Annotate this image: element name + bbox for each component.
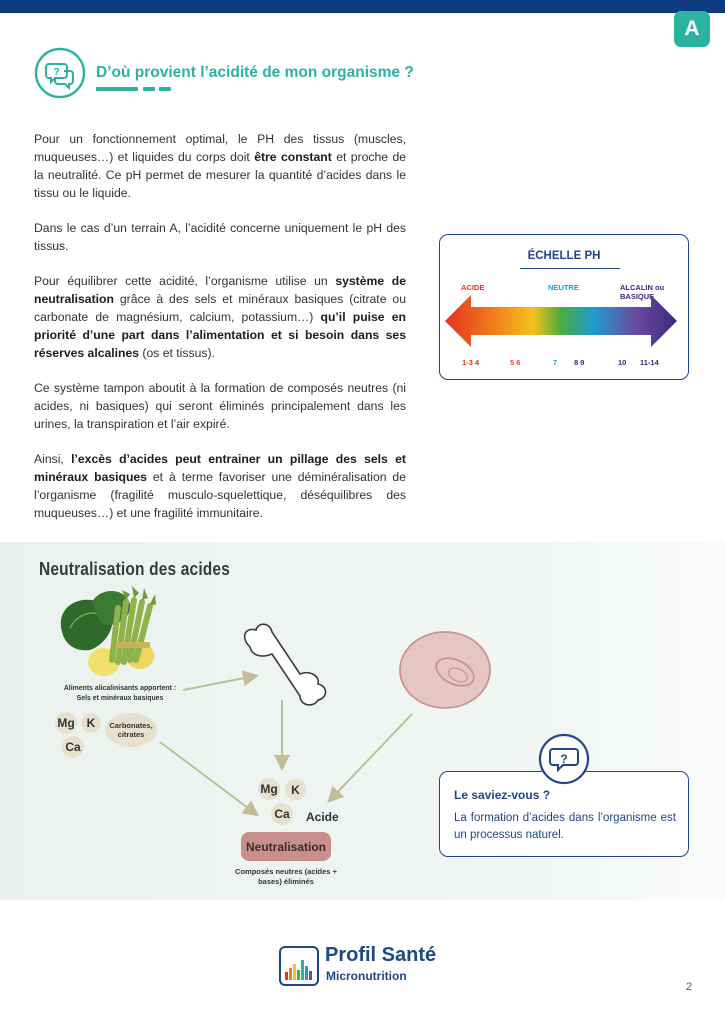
ph-label-alkaline: ALCALIN ou BASIQUE <box>620 283 665 301</box>
arrow-food-to-minerals <box>159 741 260 817</box>
neutral-compounds-text: Composés neutres (acides + bases) élimin… <box>235 867 337 886</box>
text-run: Ainsi, <box>34 452 72 466</box>
question-bubble-icon: ? <box>538 733 590 785</box>
svg-text:?: ? <box>53 67 59 78</box>
neutralisation-diagram <box>60 586 491 817</box>
ph-num-2: 7 <box>553 358 558 367</box>
ph-num-0: 1-3 4 <box>462 358 480 367</box>
body-paragraph-0: Pour un fonctionnement optimal, le PH de… <box>34 130 406 202</box>
mineral-k: K <box>81 713 101 733</box>
logo-bars-icon <box>279 946 319 986</box>
section-title: D’où provient l’acidité de mon organisme… <box>96 64 414 81</box>
acide-label: Acide <box>306 810 339 824</box>
text-run: Pour équilibrer cette acidité, l’organis… <box>34 274 336 288</box>
carbonates-label: Carbonates, citrates <box>105 713 157 747</box>
arrow-food-to-bone <box>182 670 259 691</box>
did-you-know-title: Le saviez-vous ? <box>454 788 551 802</box>
top-bar <box>0 0 725 13</box>
logo-subtitle: Micronutrition <box>326 969 407 983</box>
text-run: (os et tissus). <box>139 346 215 360</box>
did-you-know-box: Le saviez-vous ? La formation d’acides d… <box>439 771 689 857</box>
body-paragraph-1: Dans le cas d’un terrain A, l’acidité co… <box>34 219 406 255</box>
aliments-text: Aliments alicalinisants apportent : Sels… <box>63 683 177 702</box>
arrow-cell-to-acide <box>327 713 413 803</box>
profil-sante-logo: Profil Santé Micronutrition <box>279 944 459 990</box>
neutralisation-label: Neutralisation <box>241 832 331 861</box>
mineral-mg: Mg <box>55 712 77 734</box>
mineral-mg-result: Mg <box>258 778 280 800</box>
body-paragraph-3: Ce système tampon aboutit à la formation… <box>34 379 406 433</box>
ph-num-1: 5 6 <box>510 358 521 367</box>
text-run: et proche de la neutralité. Ce pH permet… <box>34 150 406 200</box>
mineral-ca-result: Ca <box>271 803 293 825</box>
text-run: Pour un fonctionnement optimal, le PH de… <box>34 132 406 164</box>
bold-text: système de neutralisation <box>34 274 406 306</box>
body-paragraph-4: Ainsi, l’excès d’acides peut entrainer u… <box>34 450 406 522</box>
ph-scale-box: ÉCHELLE PH ACIDE NEUTRE ALCALIN ou BASIQ… <box>439 234 689 380</box>
text-run: Ce système tampon aboutit à la formation… <box>34 381 406 431</box>
body-text: Pour un fonctionnement optimal, le PH de… <box>34 130 406 539</box>
bold-text: l’excès d’acides peut entrainer un pilla… <box>34 452 406 484</box>
mineral-ca: Ca <box>62 736 84 758</box>
neutralisation-title: Neutralisation des acides <box>39 559 231 579</box>
text-run: et à terme favoriser une déminéralisatio… <box>34 470 406 520</box>
category-badge: A <box>674 11 710 47</box>
ph-label-neutral: NEUTRE <box>548 283 579 292</box>
did-you-know-text: La formation d’acides dans l’organisme e… <box>454 812 676 841</box>
body-paragraph-2: Pour équilibrer cette acidité, l’organis… <box>34 272 406 362</box>
ph-num-3: 8 9 <box>574 358 585 367</box>
bold-text: être constant <box>254 150 332 164</box>
logo-brand: Profil Santé <box>325 944 437 966</box>
ph-title-underline <box>520 268 620 270</box>
page-number: 2 <box>686 981 693 993</box>
question-bubbles-icon: ? <box>34 47 86 99</box>
text-run: grâce à des sels et minéraux basiques (c… <box>34 292 406 324</box>
ph-gradient-arrow <box>445 295 677 347</box>
mineral-k-result: K <box>285 779 306 800</box>
vegetables-illustration <box>60 586 156 676</box>
bone-icon <box>243 623 327 706</box>
text-run: Dans le cas d’un terrain A, l’acidité co… <box>34 221 406 253</box>
cell-icon <box>399 631 491 709</box>
ph-scale-title: ÉCHELLE PH <box>527 250 601 262</box>
ph-num-4: 10 <box>618 358 627 367</box>
ph-num-5: 11-14 <box>640 358 659 367</box>
bold-text: qu’il puise en priorité d’une part dans … <box>34 310 406 360</box>
svg-text:?: ? <box>560 752 567 766</box>
ph-label-acid: ACIDE <box>461 283 485 292</box>
